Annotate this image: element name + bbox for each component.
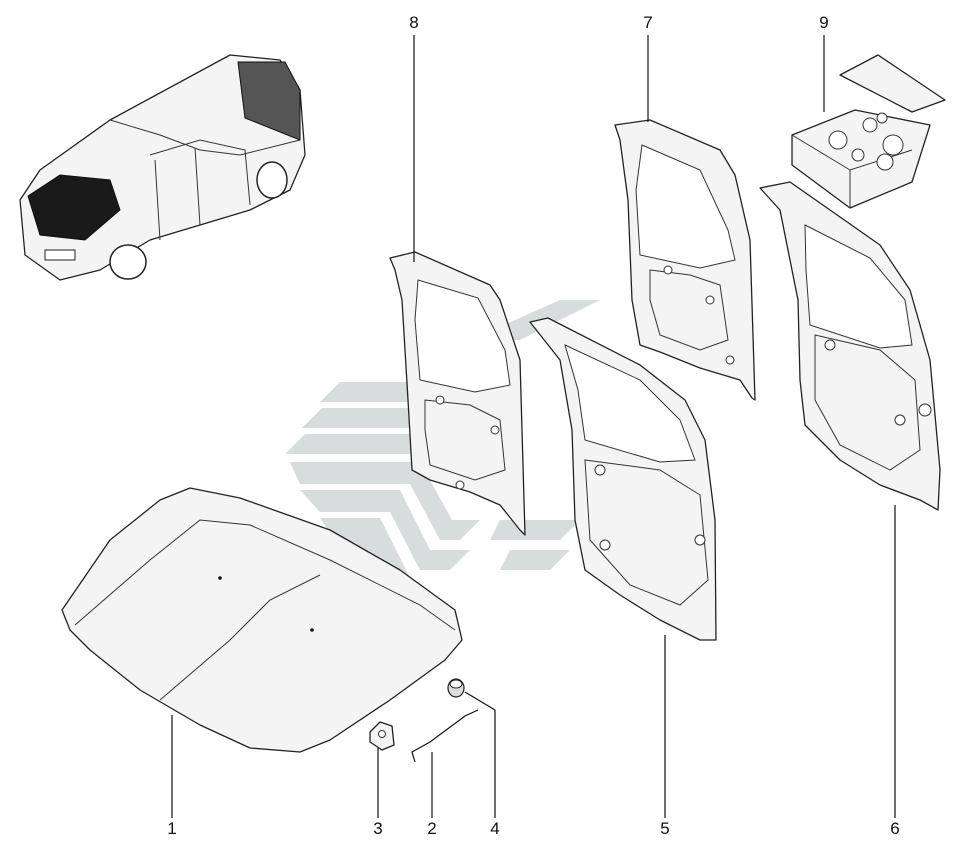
rear-door-right	[759, 181, 941, 511]
callout-label-5: 5	[660, 819, 670, 838]
hood-prop-rod	[411, 709, 479, 763]
leader-lines	[171, 35, 896, 818]
car-illustration	[19, 54, 306, 281]
callout-label-1: 1	[167, 819, 177, 838]
hood-bump-stop	[447, 678, 465, 698]
hood	[61, 487, 463, 753]
callout-label-9: 9	[819, 13, 829, 32]
callout-label-7: 7	[643, 13, 653, 32]
rear-door-small-left	[389, 251, 526, 536]
rear-door-left	[529, 317, 717, 641]
rear-door-small-right	[614, 119, 756, 401]
repair-kit-box	[791, 54, 946, 209]
callout-label-2: 2	[427, 819, 437, 838]
callout-label-4: 4	[490, 819, 500, 838]
hood-latch-clip	[369, 721, 395, 751]
callout-label-3: 3	[373, 819, 383, 838]
callout-label-8: 8	[409, 13, 419, 32]
callout-label-6: 6	[890, 819, 900, 838]
